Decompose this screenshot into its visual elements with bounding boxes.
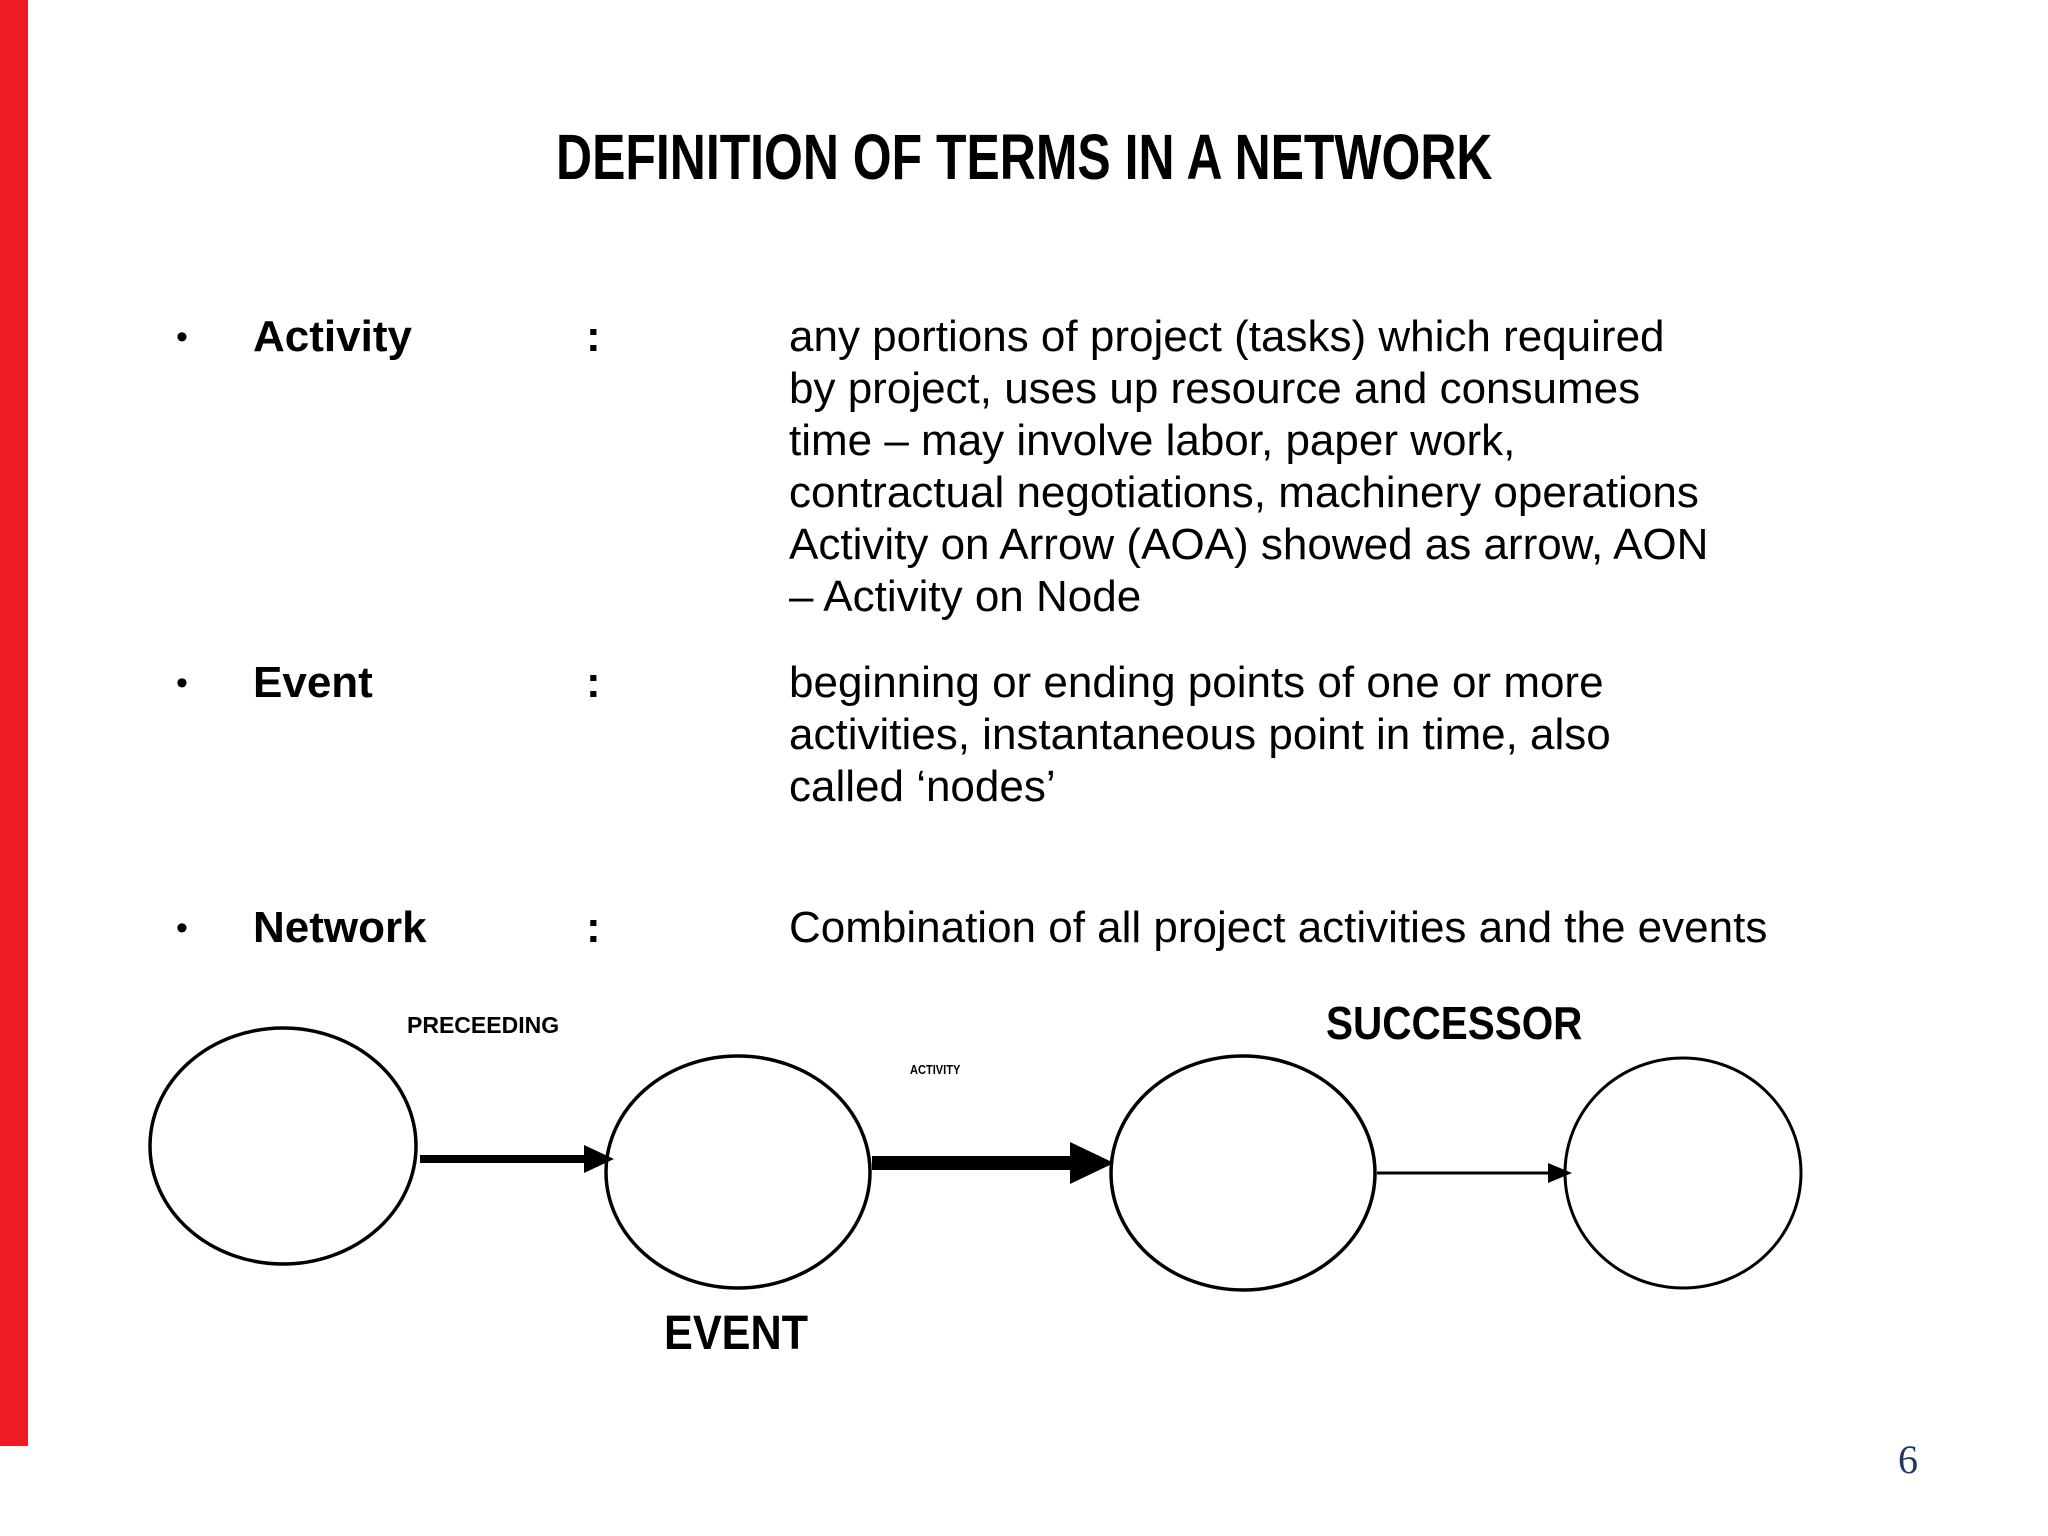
bullet-icon: • <box>176 664 188 702</box>
label-event: EVENT <box>664 1307 809 1360</box>
term-separator: : <box>586 312 601 361</box>
term-separator: : <box>586 658 601 707</box>
term-definition-activity: any portions of project (tasks) which re… <box>789 312 1709 621</box>
term-label-network: Network <box>253 903 427 952</box>
term-label-event: Event <box>253 658 373 707</box>
term-definition-network: Combination of all project activities an… <box>789 903 1768 952</box>
arrow-preceding-to-event <box>420 1145 614 1173</box>
term-label-activity: Activity <box>253 312 412 361</box>
bullet-icon: • <box>176 909 188 947</box>
arrow-to-successor-thin <box>1377 1163 1572 1183</box>
event-node-circle-2 <box>604 1054 872 1290</box>
label-activity: ACTIVITY <box>910 1062 961 1077</box>
label-preceding: PRECEEDING <box>407 1012 560 1038</box>
event-node-circle-3 <box>1109 1054 1377 1292</box>
left-accent-bar <box>0 0 28 1446</box>
event-node-circle-4 <box>1563 1056 1803 1290</box>
arrow-activity-thick <box>872 1142 1114 1184</box>
page-title: DEFINITION OF TERMS IN A NETWORK <box>555 121 1493 193</box>
title-area: DEFINITION OF TERMS IN A NETWORK <box>0 120 2048 194</box>
label-successor: SUCCESSOR <box>1326 997 1583 1049</box>
event-node-circle-1 <box>148 1026 418 1266</box>
term-definition-event: beginning or ending points of one or mor… <box>789 658 1611 811</box>
bullet-icon: • <box>176 318 188 356</box>
term-separator: : <box>586 903 601 952</box>
page-number: 6 <box>1898 1437 1918 1482</box>
